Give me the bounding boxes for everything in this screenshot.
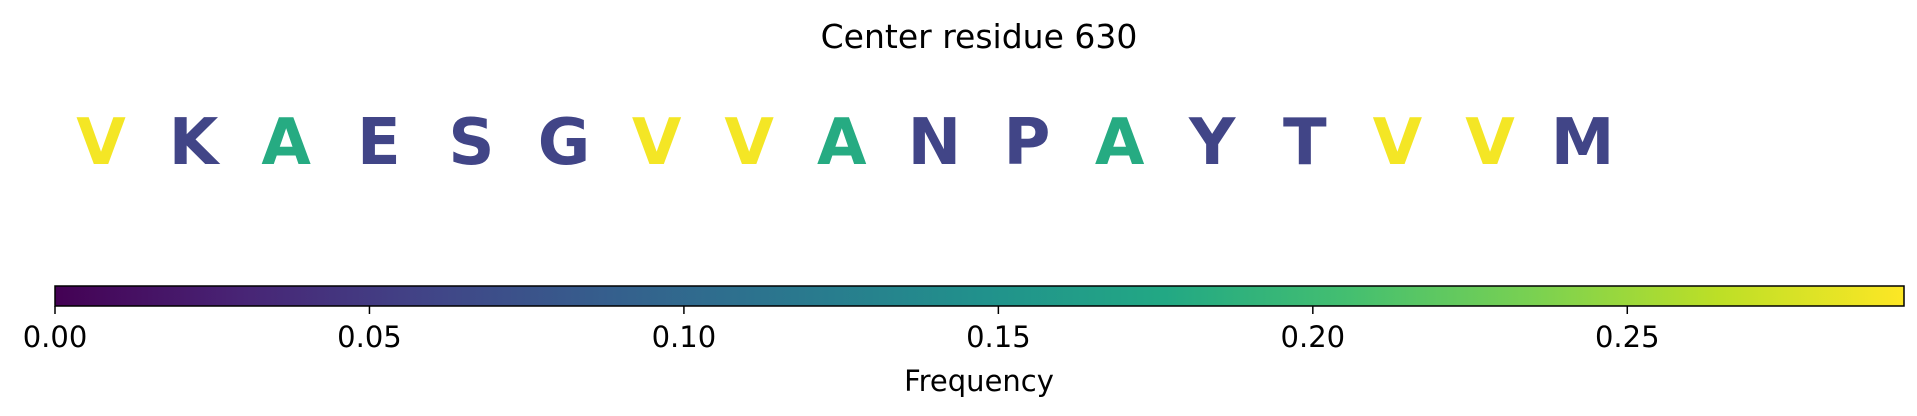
residue-letter-8: V bbox=[724, 106, 774, 180]
residue-letter-6: G bbox=[538, 106, 591, 180]
residue-letter-10: N bbox=[908, 106, 962, 180]
colorbar-tick-label: 0.00 bbox=[23, 320, 88, 354]
residue-letter-15: V bbox=[1373, 106, 1423, 180]
residue-letter-11: P bbox=[1004, 106, 1051, 180]
residue-letter-16: V bbox=[1465, 106, 1515, 180]
residue-letter-4: E bbox=[357, 106, 401, 180]
colorbar-gradient bbox=[54, 285, 1905, 307]
residue-letter-12: A bbox=[1095, 106, 1145, 180]
colorbar-tick-label: 0.20 bbox=[1281, 320, 1346, 354]
residue-letter-14: T bbox=[1283, 106, 1327, 180]
chart-title: Center residue 630 bbox=[821, 17, 1138, 56]
residue-letter-7: V bbox=[632, 106, 682, 180]
residue-letter-2: K bbox=[169, 106, 221, 180]
residue-letter-1: V bbox=[76, 106, 126, 180]
residue-letter-13: Y bbox=[1188, 106, 1236, 180]
colorbar-tick-label: 0.15 bbox=[966, 320, 1031, 354]
colorbar-tick-label: 0.25 bbox=[1595, 320, 1660, 354]
colorbar-label: Frequency bbox=[904, 364, 1054, 398]
colorbar: 0.00 0.05 0.10 0.15 0.20 0.25 Frequency bbox=[23, 285, 1905, 398]
residue-letter-3: A bbox=[261, 106, 311, 180]
colorbar-tick-label: 0.05 bbox=[337, 320, 402, 354]
colorbar-ticks: 0.00 0.05 0.10 0.15 0.20 0.25 bbox=[23, 306, 1660, 354]
residue-letter-17: M bbox=[1551, 106, 1615, 180]
residue-letter-9: A bbox=[817, 106, 867, 180]
residue-letter-5: S bbox=[448, 106, 494, 180]
colorbar-tick-label: 0.10 bbox=[652, 320, 717, 354]
